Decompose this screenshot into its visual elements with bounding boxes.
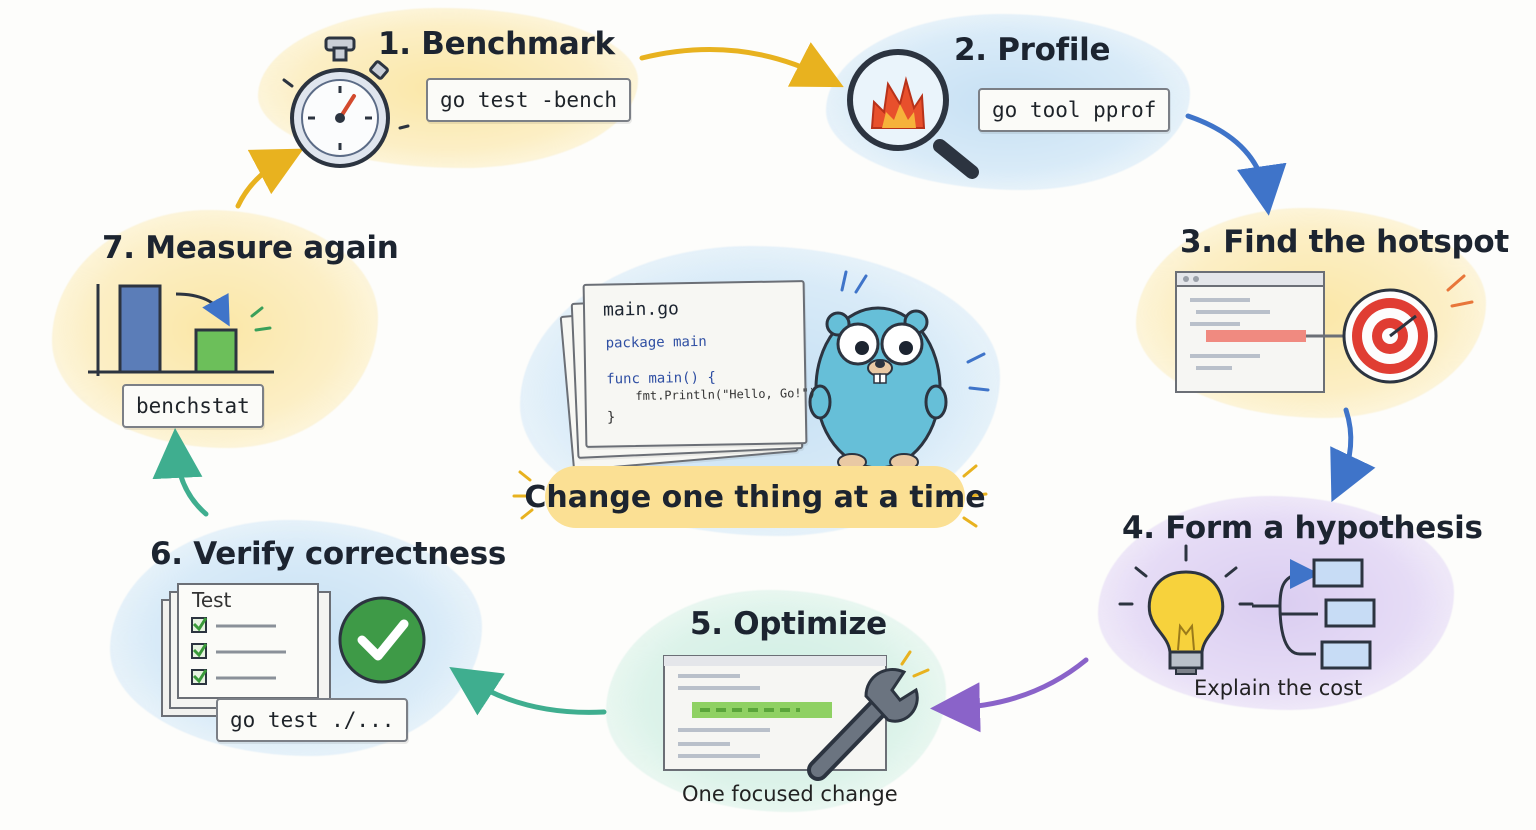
step-2-command: go tool pprof (978, 88, 1171, 132)
step-6-title: 6. Verify correctness (150, 536, 507, 572)
slogan-sparkles (512, 464, 988, 528)
magnifier-flame-icon (847, 49, 979, 179)
code-line-5: } (606, 409, 616, 426)
arrow-4-to-5 (930, 657, 1089, 733)
step-6-command: go test ./... (216, 698, 409, 742)
stopwatch-icon (282, 36, 410, 168)
center-slogan: Change one thing at a time (524, 466, 986, 528)
step-7-title: 7. Measure again (102, 230, 399, 266)
arrow-6-to-7 (152, 428, 209, 517)
code-line-4: fmt.Println("Hello, Go!") (606, 385, 817, 404)
arrow-7-to-1 (235, 148, 304, 209)
lightbulb-branch-icon (1118, 544, 1376, 675)
gopher-mascot-icon (808, 270, 990, 471)
step-1-title: 1. Benchmark (378, 26, 615, 62)
checklist-check-icon (161, 583, 426, 717)
bar-chart-icon (88, 284, 274, 376)
step-4-title: 4. Form a hypothesis (1122, 510, 1483, 546)
code-line-3: func main() { (606, 369, 716, 388)
step-7-command: benchstat (122, 384, 264, 428)
step-4-caption: Explain the cost (1194, 676, 1363, 700)
code-window-target-icon (1175, 271, 1474, 393)
step-6-sheet-label: Test (192, 588, 232, 612)
step-1-command: go test -bench (426, 78, 632, 122)
code-sheet: main.go package main func main() { fmt.P… (582, 280, 816, 448)
arrow-5-to-6 (449, 667, 607, 716)
code-wrench-icon (663, 650, 930, 781)
arrow-2-to-3 (1185, 113, 1287, 216)
step-5-title: 5. Optimize (690, 606, 887, 642)
code-file-name: main.go (602, 298, 680, 321)
arrow-3-to-4 (1330, 407, 1376, 503)
step-2-title: 2. Profile (954, 32, 1111, 68)
step-3-title: 3. Find the hotspot (1180, 224, 1509, 260)
step-5-caption: One focused change (682, 782, 898, 806)
code-line-1: package main (605, 333, 707, 352)
arrow-1-to-2 (639, 42, 844, 88)
